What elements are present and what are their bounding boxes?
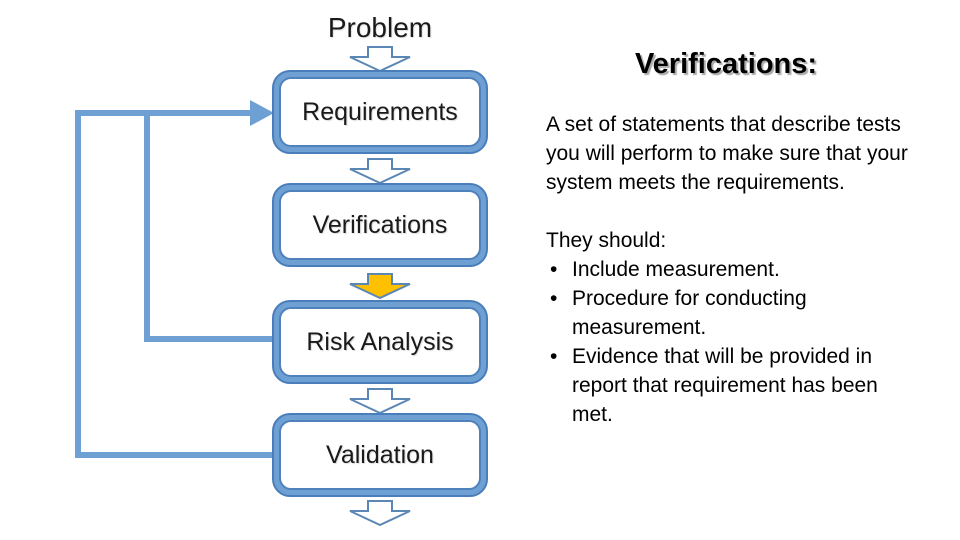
bullet-item: Evidence that will be provided in report…	[546, 342, 918, 429]
flow-box-label: Requirements	[279, 77, 481, 147]
feedback-line-outer-vertical	[75, 110, 81, 458]
flow-box-verifications: Verifications	[272, 183, 488, 267]
down-arrow-icon	[349, 388, 411, 414]
down-arrow-icon	[349, 46, 411, 72]
bullet-item: Include measurement.	[546, 255, 918, 284]
feedback-line-inner-vertical	[144, 110, 150, 342]
panel-title: Verifications:	[634, 48, 818, 80]
panel-bullet-list: Include measurement. Procedure for condu…	[546, 255, 918, 429]
flow-box-requirements: Requirements	[272, 70, 488, 154]
feedback-line-top	[75, 110, 253, 116]
flow-box-validation: Validation	[272, 413, 488, 497]
feedback-arrowhead-icon	[250, 100, 274, 126]
down-arrow-icon	[349, 158, 411, 184]
flow-box-label: Validation	[279, 420, 481, 490]
flow-box-label: Risk Analysis	[279, 307, 481, 377]
problem-label: Problem	[327, 12, 433, 43]
feedback-line-validation	[75, 452, 278, 458]
panel-body: A set of statements that describe tests …	[546, 110, 918, 429]
panel-list-intro: They should:	[546, 229, 667, 252]
flow-box-risk-analysis: Risk Analysis	[272, 300, 488, 384]
highlighted-down-arrow-icon	[349, 273, 411, 299]
bullet-item: Procedure for conducting measurement.	[546, 284, 918, 342]
panel-description: A set of statements that describe tests …	[546, 113, 908, 194]
flow-box-label: Verifications	[279, 190, 481, 260]
feedback-line-risk-analysis	[144, 336, 278, 342]
down-arrow-icon	[349, 500, 411, 526]
